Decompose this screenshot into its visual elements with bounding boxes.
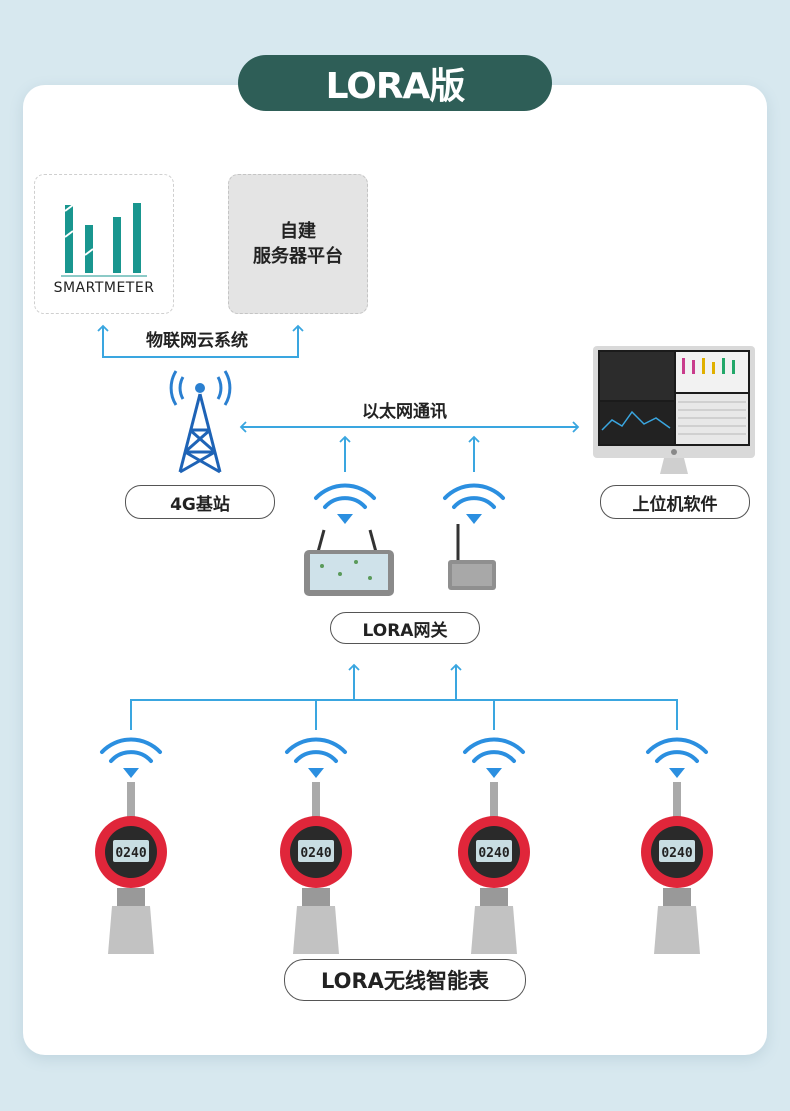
self-server-line1: 自建 <box>280 221 316 242</box>
svg-text:0240: 0240 <box>661 846 692 861</box>
meter-device-1: 0240 <box>95 737 167 954</box>
meter-footer-label: LORA无线智能表 <box>284 959 526 1001</box>
smartmeter-logo <box>61 203 147 277</box>
ethernet-label: 以太网通讯 <box>362 402 447 422</box>
meter-device-3: 0240 <box>458 737 530 954</box>
gateway-label: LORA网关 <box>330 612 480 644</box>
smartmeter-logo-text: SMARTMETER <box>53 280 155 296</box>
page-title: LORA版 <box>238 55 552 111</box>
svg-text:0240: 0240 <box>478 846 509 861</box>
meter-device-2: 0240 <box>280 737 352 954</box>
iot-cloud-label: 物联网云系统 <box>146 331 248 351</box>
upper-software-label: 上位机软件 <box>600 485 750 519</box>
smartmeter-box: SMARTMETER <box>34 174 174 314</box>
meter-device-4: 0240 <box>641 737 713 954</box>
svg-text:0240: 0240 <box>300 846 331 861</box>
base-station-label: 4G基站 <box>125 485 275 519</box>
self-server-box: 自建 服务器平台 <box>228 174 368 314</box>
svg-text:0240: 0240 <box>115 846 146 861</box>
self-server-line2: 服务器平台 <box>253 246 343 267</box>
